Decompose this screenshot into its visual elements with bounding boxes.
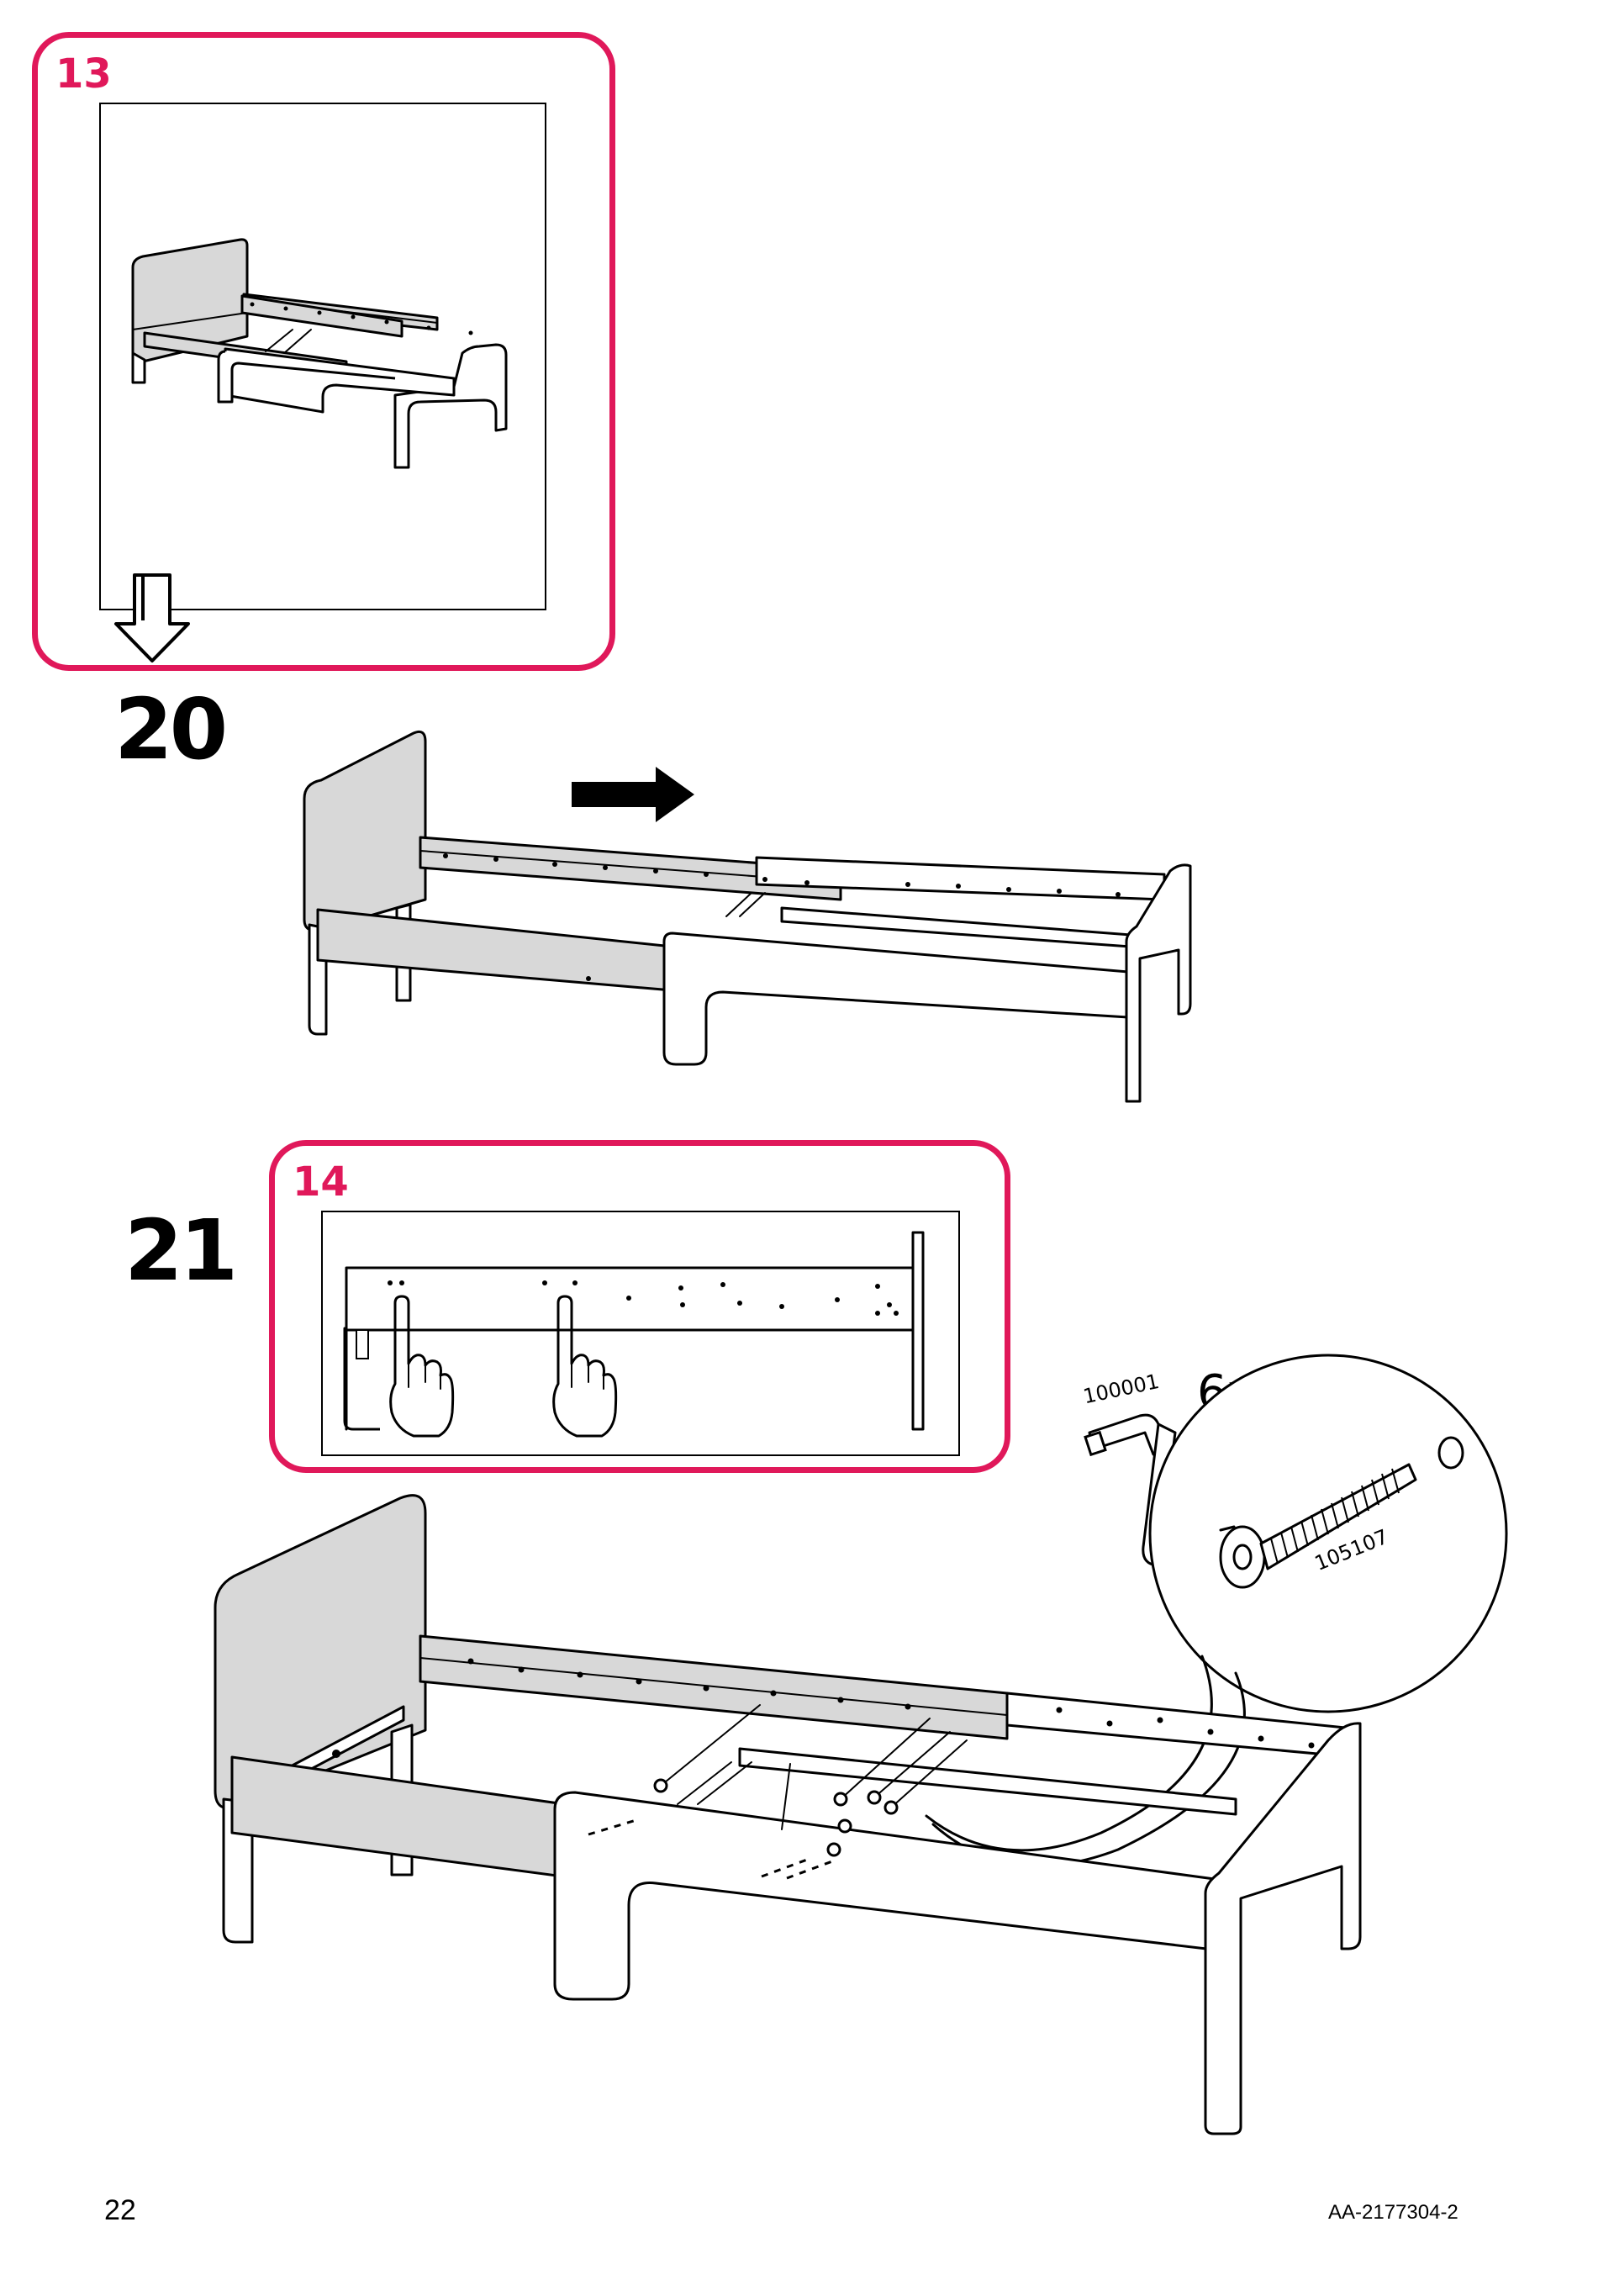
pointing-hand-icon: [389, 1295, 455, 1438]
document-code: AA-2177304-2: [1328, 2201, 1458, 2224]
callout-14-frame: [321, 1211, 960, 1456]
callout-14-number: 14: [293, 1159, 349, 1206]
right-arrow-icon: [572, 767, 694, 822]
pointing-hand-icon: [552, 1295, 618, 1438]
step-20-number: 20: [114, 680, 228, 779]
downward-arrow-icon: [114, 573, 190, 662]
step-21-number: 21: [124, 1201, 238, 1300]
page-number: 22: [104, 2194, 136, 2226]
callout-13-number: 13: [55, 50, 112, 98]
